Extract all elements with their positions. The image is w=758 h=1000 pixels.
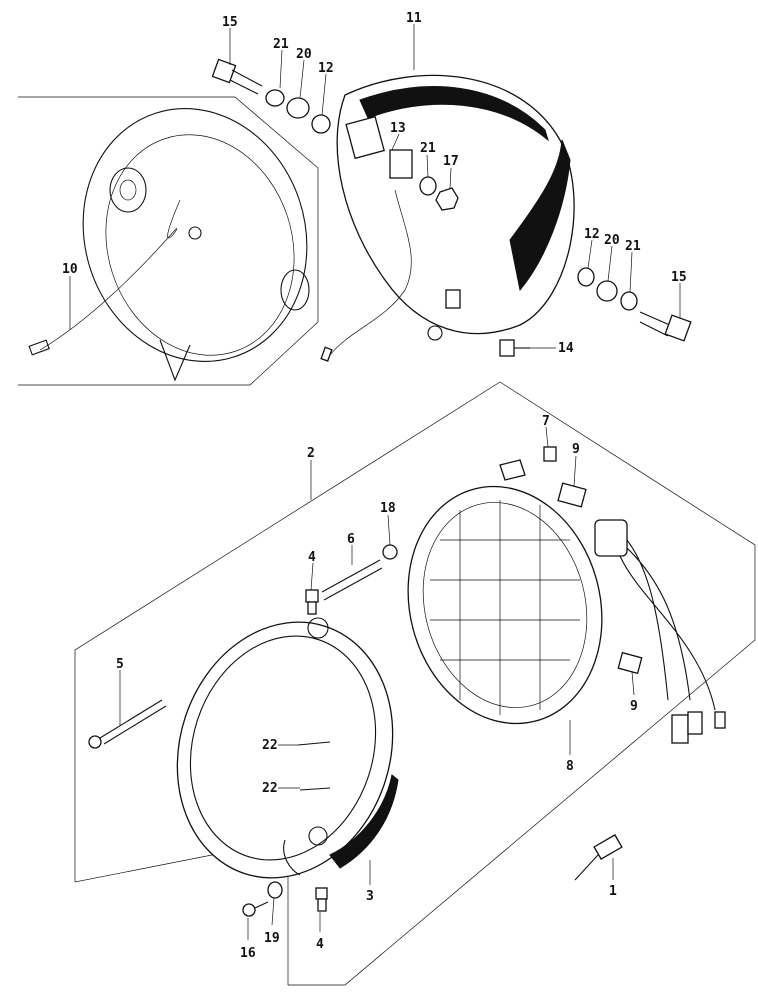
callout-15-top: 15 [222, 15, 238, 30]
callout-13: 13 [390, 121, 406, 136]
callout-11: 11 [406, 11, 422, 26]
callout-2: 2 [307, 446, 315, 461]
callout-7: 7 [542, 414, 550, 429]
clip-9-bottom [617, 651, 643, 675]
callout-18: 18 [380, 501, 396, 516]
callout-4-bottom: 4 [316, 937, 324, 952]
callout-3: 3 [366, 889, 374, 904]
screw-16 [242, 901, 269, 917]
callout-15-right: 15 [671, 270, 687, 285]
spring-18 [382, 544, 398, 560]
sealed-beam-8 [407, 459, 726, 744]
lower-group-outline [74, 381, 756, 986]
headlight-case-11 [320, 74, 575, 362]
screw-5 [99, 699, 167, 745]
rim-3 [176, 617, 399, 879]
callout-14: 14 [558, 341, 574, 356]
callout-20-right: 20 [604, 233, 620, 248]
callout-21-right: 21 [625, 239, 641, 254]
upper-group-outline [18, 96, 319, 386]
callout-22-a: 22 [262, 738, 278, 753]
washer-19 [267, 881, 283, 899]
hardware-lower [88, 446, 643, 917]
callout-4-top: 4 [308, 550, 316, 565]
callout-17: 17 [443, 154, 459, 169]
headlight-case-10 [28, 108, 310, 382]
bolt-15-right [639, 311, 692, 342]
callout-19: 19 [264, 931, 280, 946]
callout-21-top: 21 [273, 37, 289, 52]
callout-8: 8 [566, 759, 574, 774]
callout-21-mid: 21 [420, 141, 436, 156]
callout-9-top: 9 [572, 442, 580, 457]
clip-22-b [299, 787, 331, 791]
screw-4-bottom [315, 887, 328, 912]
screw-14 [499, 339, 530, 357]
callout-20-top: 20 [296, 47, 312, 62]
callout-labels: 15 21 20 12 11 13 21 17 10 12 20 21 15 1… [62, 11, 687, 961]
callout-16: 16 [240, 946, 256, 961]
callout-10: 10 [62, 262, 78, 277]
nut-17 [435, 187, 459, 211]
leader-lines [69, 24, 681, 940]
bolt-15-top [211, 58, 263, 95]
screw-6 [321, 559, 383, 601]
callout-9-bottom: 9 [630, 699, 638, 714]
collar-12-right [577, 267, 595, 287]
clip-9-top [557, 482, 587, 508]
callout-6: 6 [347, 532, 355, 547]
nut-7 [543, 446, 557, 462]
bulb-1 [574, 834, 623, 881]
washer-21-top [265, 89, 285, 107]
washer-21-right [620, 291, 638, 311]
washer-21-mid [419, 176, 437, 196]
clip-22-a [297, 741, 331, 746]
collar-12-top [311, 114, 331, 134]
washer-20-right [596, 280, 618, 302]
callout-5: 5 [116, 657, 124, 672]
callout-1: 1 [609, 884, 617, 899]
washer-20-top [286, 97, 310, 119]
callout-22-b: 22 [262, 781, 278, 796]
callout-12-top: 12 [318, 61, 334, 76]
callout-12-right: 12 [584, 227, 600, 242]
screw-4-top [305, 589, 319, 615]
hardware-upper [211, 58, 692, 357]
